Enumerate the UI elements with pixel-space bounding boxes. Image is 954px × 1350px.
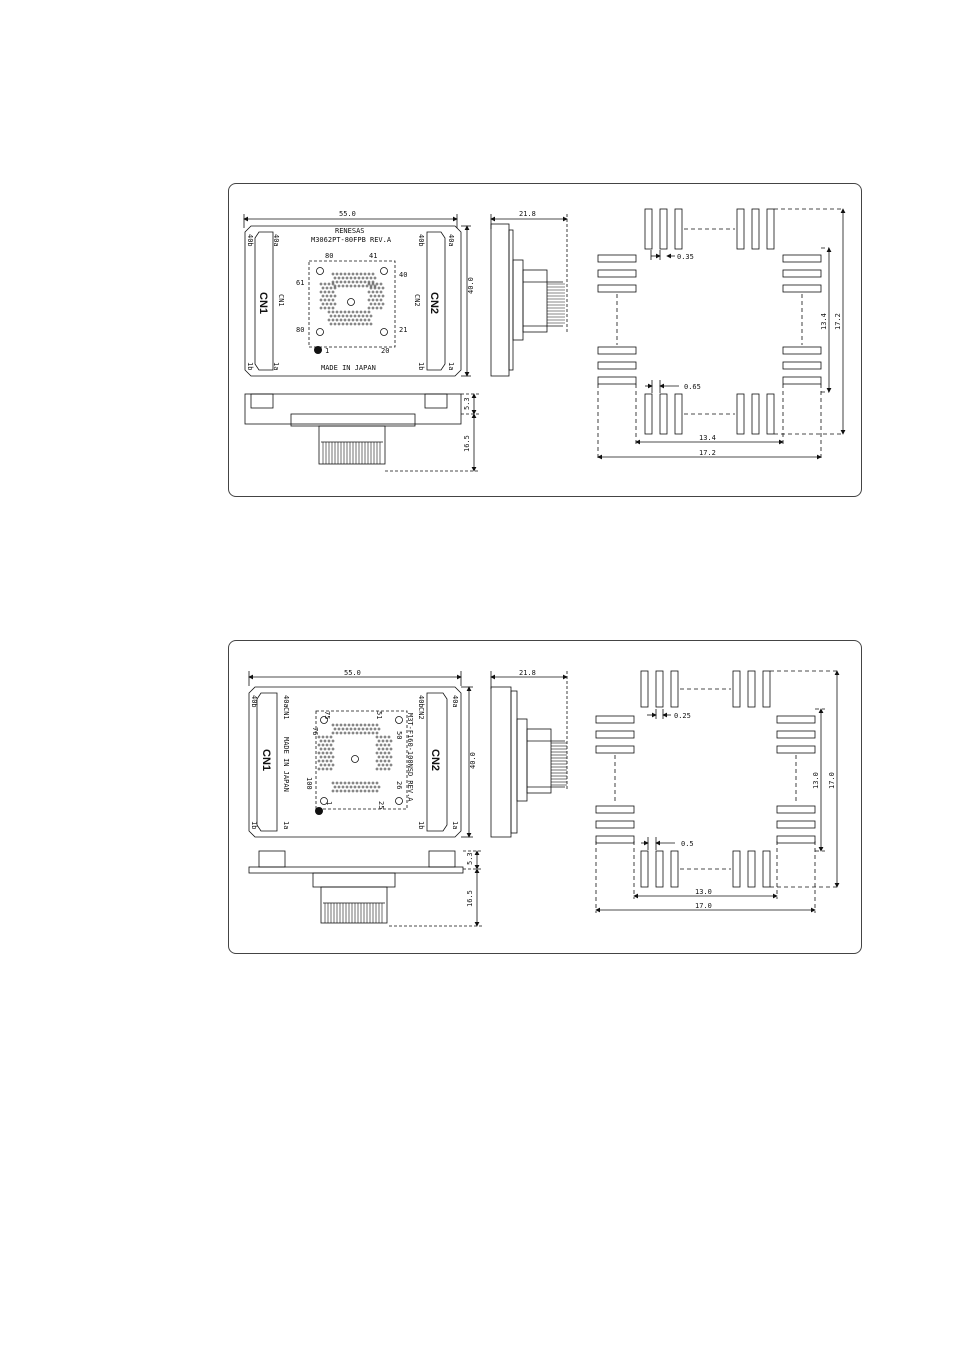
left-40a: 40a	[272, 234, 280, 247]
diagram-1-drawing: 55.0 RENESAS M3062PT-80FPB REV.A 80 41 4…	[243, 208, 846, 472]
pin-label-51: 51	[375, 711, 383, 719]
pin-label-41: 41	[369, 252, 377, 260]
pin-label-25: 25	[377, 801, 385, 809]
dim-5-3-label: 5.3	[466, 852, 474, 865]
cn2-small-label: CN2	[413, 294, 421, 307]
right-1b: 1b	[417, 362, 425, 370]
pin-label-40: 40	[399, 271, 407, 279]
pin-label-1: 1	[325, 801, 333, 805]
footprint-2	[595, 670, 840, 913]
left-40a: 40a	[282, 695, 290, 708]
made-in-label: MADE IN JAPAN	[321, 364, 376, 372]
inner-height-label: 13.4	[820, 313, 828, 330]
pin1-marker	[314, 346, 322, 354]
inner-width-label: 13.0	[695, 888, 712, 896]
outer-width-label: 17.2	[699, 449, 716, 457]
cn1-label: CN1	[260, 749, 272, 771]
model-label: M3062PT-80FPB REV.A	[311, 236, 392, 244]
pad-width-label: 0.5	[681, 840, 694, 848]
right-40a: 40a	[451, 695, 459, 708]
pin-label-80b: 80	[296, 326, 304, 334]
left-1a: 1a	[282, 821, 290, 829]
left-40b: 40b	[250, 695, 258, 708]
pad-width-label: 0.65	[684, 383, 701, 391]
outer-height-label: 17.2	[834, 313, 842, 330]
pin1-marker	[315, 807, 323, 815]
pin-label-20: 20	[381, 347, 389, 355]
right-1a: 1a	[451, 821, 459, 829]
right-1a: 1a	[447, 362, 455, 370]
pin-label-21: 21	[399, 326, 407, 334]
dim-5-3-label: 5.3	[463, 397, 471, 410]
pin-label-80: 80	[325, 252, 333, 260]
width-dim-label: 55.0	[339, 210, 356, 218]
pin-label-75: 75	[323, 711, 331, 719]
cn1-small-label: CN1	[277, 294, 285, 307]
cn2-label: CN2	[429, 749, 441, 771]
side-dim-label: 21.8	[519, 669, 536, 677]
pin-label-1: 1	[325, 347, 329, 355]
model-label: M3T-F160-100NSD REV.A	[406, 713, 414, 802]
pitch-label: 0.25	[674, 712, 691, 720]
dim-16-5-label: 16.5	[463, 435, 471, 452]
pin-label-26: 26	[395, 781, 403, 789]
right-1b: 1b	[417, 821, 425, 829]
cn1-small-label: CN1	[282, 707, 290, 720]
dim-16-5-label: 16.5	[466, 890, 474, 907]
diagram-panel-2: 55.0 M3T-F160-100NSD REV.A 75 51 76 50 1…	[228, 640, 862, 954]
pin-label-76: 76	[311, 727, 319, 735]
left-1b: 1b	[246, 362, 254, 370]
pitch-label: 0.35	[677, 253, 694, 261]
made-in-label: MADE IN JAPAN	[282, 737, 290, 792]
diagram-panel-1: 55.0 RENESAS M3062PT-80FPB REV.A 80 41 4…	[228, 183, 862, 497]
pin-label-61: 61	[296, 279, 304, 287]
height-dim-label: 40.0	[467, 277, 475, 294]
inner-width-label: 13.4	[699, 434, 716, 442]
pin-label-50: 50	[395, 731, 403, 739]
cn2-small-label: CN2	[417, 707, 425, 720]
cn2-label: CN2	[428, 292, 440, 314]
inner-height-label: 13.0	[812, 772, 820, 789]
pin-label-100: 100	[305, 777, 313, 790]
cn1-label: CN1	[257, 292, 269, 314]
footprint-1	[597, 208, 846, 460]
left-1a: 1a	[272, 362, 280, 370]
outer-width-label: 17.0	[695, 902, 712, 910]
left-40b: 40b	[246, 234, 254, 247]
right-40b: 40b	[417, 695, 425, 708]
side-dim-label: 21.8	[519, 210, 536, 218]
diagram-2-drawing: 55.0 M3T-F160-100NSD REV.A 75 51 76 50 1…	[248, 669, 840, 927]
right-40b: 40b	[417, 234, 425, 247]
height-dim-label: 40.0	[469, 752, 477, 769]
width-dim-label: 55.0	[344, 669, 361, 677]
brand-label: RENESAS	[335, 227, 365, 235]
right-40a: 40a	[447, 234, 455, 247]
outer-height-label: 17.0	[828, 772, 836, 789]
left-1b: 1b	[250, 821, 258, 829]
